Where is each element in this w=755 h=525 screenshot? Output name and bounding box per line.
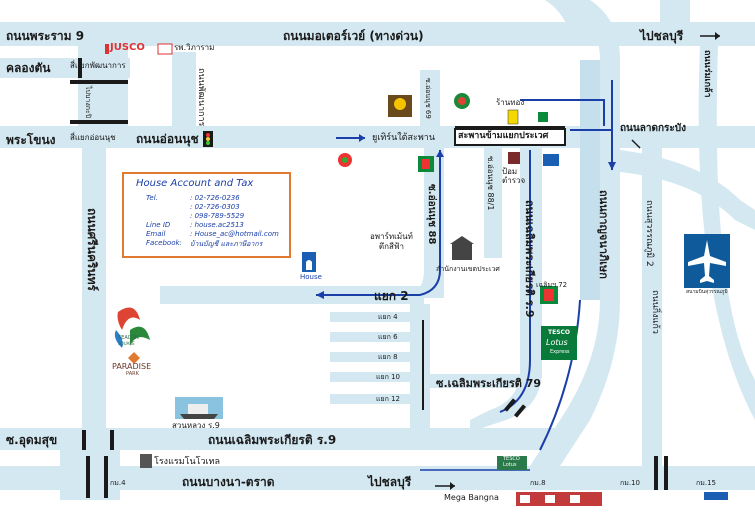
label-yaek4: แยก 4 (378, 313, 398, 321)
label-yaek8: แยก 8 (378, 353, 398, 361)
label-yaek10: แยก 10 (376, 373, 400, 381)
road-phatthanakan-west (172, 52, 196, 128)
homepro-logo-icon (704, 492, 728, 500)
label-gold-shop: ร้านทอง (496, 98, 525, 107)
road-srinakarin (82, 148, 106, 428)
hospital-icon (157, 43, 173, 55)
label-lat-krabang: ถนนลาดกระบัง (620, 123, 686, 134)
road-kanchanaphisek (530, 0, 620, 466)
info-label: Tel. (146, 194, 158, 202)
paradise-logo-icon (128, 352, 140, 364)
label-seacon-sub: SQUARE (118, 341, 135, 346)
info-label: Facebook: (146, 239, 182, 247)
label-soi-onnut-88-1: ซ.อ่อนนุช 88/1 (486, 156, 495, 211)
road-yaek2 (160, 286, 424, 304)
seven-eleven-icon-3 (538, 112, 548, 122)
mega-bangna-icon (516, 492, 602, 506)
road-rama9-motorway (0, 22, 755, 46)
label-yaek2: แยก 2 (374, 289, 409, 303)
label-udom-suk: ซ.อุดมสุข (6, 433, 58, 447)
label-to-chonburi-top: ไปชลบุรี (640, 29, 684, 43)
label-seacon: SEACON (118, 335, 139, 341)
info-tel-2[interactable]: : 02-726-0303 (190, 203, 240, 211)
tesco-lotus-small-icon (497, 456, 527, 470)
label-onnut-junction: สี่แยกอ่อนนุช (70, 133, 116, 142)
label-mega-bangna: Mega Bangna (444, 493, 499, 502)
label-king-kaeo: ถนนกิ่งแก้ว (650, 290, 660, 334)
info-label: Email (146, 230, 166, 238)
label-rama9: ถนนพระราม 9 (6, 29, 85, 43)
label-chaloem-road: ถนนเฉลิมพระเกียรติ ร.9 (208, 433, 337, 447)
tesco-express-icon (541, 326, 577, 360)
road-soi69 (420, 70, 440, 130)
gold-shop-icon (507, 109, 519, 125)
label-paradise-sub: PARK (126, 371, 139, 377)
label-tesco-mid: Lotus (546, 338, 568, 347)
info-email[interactable]: : House_ac@hotmail.com (190, 230, 279, 238)
label-chaloem-soi79: ซ.เฉลิมพระเกียรติ 79 (436, 377, 542, 390)
road-kingkaeo (642, 148, 662, 468)
label-suvarnabhumi-2: ถนนสุวรรณภูมิ 2 (644, 200, 654, 267)
label-kanchanaphisek: ถนนกาญจนาภิเษก (597, 190, 610, 279)
label-bangna-trat: ถนนบางนา-ตราด (182, 475, 275, 489)
district-office-icon (452, 244, 472, 260)
label-novotel: โรงแรมโนโวเทล (154, 457, 221, 467)
label-km4: กม.4 (110, 479, 126, 487)
label-chaloem-soi9: ถนนเฉลิมพระเกียรติ ร.9 (523, 200, 536, 318)
bank-icon-2 (543, 154, 559, 166)
label-srinakarin: ถนนศรีนครินทร์ (85, 208, 99, 291)
business-info-box: House Account and Tax Tel. : 02-726-0236… (122, 172, 291, 258)
seacon-logo-icon (117, 307, 140, 330)
label-phatthanakan-road: ถนนพัฒนาการ (196, 68, 206, 127)
label-soi-onnut-88: ซ.อ่อนนุช 88 (426, 184, 437, 245)
label-paradise: PARADISE (112, 362, 152, 371)
road-airport-access (698, 46, 755, 420)
label-chaloem-mi72: เฉลิมฯ 72 (536, 281, 568, 289)
label-khlong-tan: คลองตัน (6, 61, 51, 75)
label-to-chonburi-bottom: ไปชลบุรี (368, 475, 412, 489)
jusco-logo-icon (105, 44, 109, 54)
road-soi88-1 (484, 148, 502, 258)
label-prawet-bridge: สะพานข้ามแยกประเวศ (458, 131, 549, 141)
police-box-icon (508, 152, 520, 164)
info-line-id[interactable]: : house.ac2513 (190, 221, 244, 229)
label-apartment: อพาร์ทเม้นท์ ตึกสีฟ้า (370, 232, 413, 251)
label-yaek12: แยก 12 (376, 395, 400, 403)
info-label: Line ID (146, 221, 171, 229)
business-name: House Account and Tax (136, 178, 254, 189)
info-tel-3[interactable]: : 098-789-5529 (190, 212, 245, 220)
label-house: House (300, 273, 322, 281)
novotel-icon (140, 454, 152, 468)
label-hospital: รพ.วิภาราม (174, 43, 215, 52)
label-police-box: ป้อม ตำรวจ (502, 167, 526, 185)
label-km8: กม.8 (530, 479, 546, 487)
label-onnut-road: ถนนอ่อนนุช (136, 132, 199, 146)
label-jusco: JUSCO (110, 42, 145, 53)
label-tesco-small: TESCO (503, 456, 520, 462)
road-bangna (0, 466, 755, 490)
label-romklao: ถนนร่มเกล้า (702, 50, 712, 98)
label-to-bangkapi: ไปบางกะปิ (84, 86, 92, 119)
label-yaek6: แยก 6 (378, 333, 398, 341)
road-chaloem (0, 428, 560, 450)
label-tesco-top: TESCO (548, 329, 571, 336)
label-soi-onnut-69: ซ.อ่อนนุช 69 (424, 78, 432, 119)
label-km10: กม.10 (620, 479, 640, 487)
label-tesco-small2: Lotus (503, 462, 517, 468)
label-km15: กม.15 (696, 479, 716, 487)
label-airport: สนามบินสุวรรณภูมิ (686, 289, 728, 295)
label-phra-khanong: พระโขนง (6, 133, 56, 147)
label-tesco-bot: Express (550, 349, 570, 355)
info-facebook[interactable]: บ้านบัญชี และภาษีอากร (190, 240, 263, 248)
label-motorway: ถนนมอเตอร์เวย์ (ทางด่วน) (283, 29, 424, 43)
road-phatthanakan-v (78, 46, 128, 128)
info-tel-1[interactable]: : 02-726-0236 (190, 194, 240, 202)
label-university: ยูเทิร์นใต้สะพาน (372, 133, 435, 143)
road-onnut (0, 126, 755, 148)
label-suan-luang: สวนหลวง ร.9 (172, 421, 220, 430)
label-phatthanakan-junction: สี่แยกพัฒนาการ (70, 61, 126, 70)
label-district-office: สำนักงานเขตประเวศ (436, 265, 500, 273)
